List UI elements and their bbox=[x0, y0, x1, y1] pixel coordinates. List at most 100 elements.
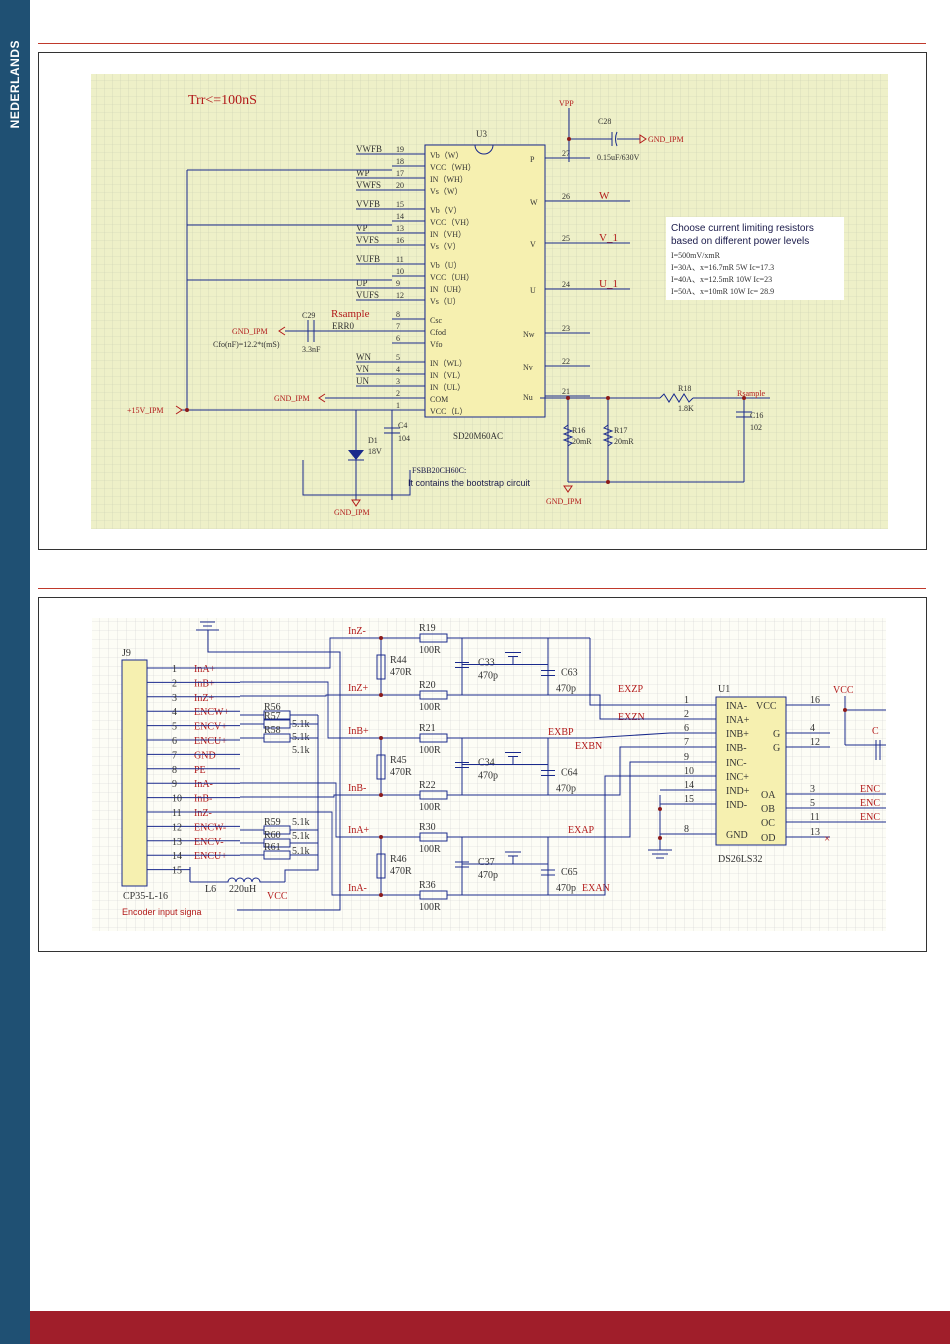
junction-dot bbox=[658, 836, 662, 840]
resistor-value: 5.1k bbox=[292, 745, 310, 756]
net-label: UN bbox=[356, 376, 369, 386]
chip-name: SD20M60AC bbox=[453, 431, 503, 441]
cap-label: C64 bbox=[561, 768, 578, 779]
note-line: I=500mV/xmR bbox=[671, 251, 721, 260]
u1-pin-number: 11 bbox=[810, 812, 820, 823]
u1-pin-number: 8 bbox=[684, 824, 689, 835]
net-label: VWFS bbox=[356, 180, 381, 190]
no-connect-icon: × bbox=[824, 833, 830, 845]
resistor-value: 5.1k bbox=[292, 817, 310, 828]
pin-number: 5 bbox=[396, 353, 400, 362]
connector-pin-number: 13 bbox=[172, 837, 182, 848]
ground-loop-wire bbox=[302, 460, 411, 496]
net-label: U_1 bbox=[599, 278, 618, 290]
bootstrap-note: It contains the bootstrap circuit bbox=[408, 478, 531, 488]
r17-label: R17 bbox=[614, 426, 627, 435]
connector-pin-number: 15 bbox=[172, 866, 182, 877]
pin-name: Nu bbox=[523, 393, 533, 402]
pin-number: 25 bbox=[562, 234, 570, 243]
pin-name: VCC（WH） bbox=[430, 163, 476, 172]
pin-name: IN（UH） bbox=[430, 285, 466, 294]
cap-value: 470p bbox=[556, 784, 576, 795]
connector-pin-name: GND bbox=[194, 750, 216, 761]
u1-pin-number: 5 bbox=[810, 798, 815, 809]
u1-pin-number: 16 bbox=[810, 695, 820, 706]
connector-route-wire bbox=[240, 637, 345, 669]
net-label: EXAP bbox=[568, 825, 595, 836]
net-label: W bbox=[599, 190, 610, 202]
junction-dot bbox=[379, 793, 383, 797]
resistor-label: R59 bbox=[264, 817, 281, 828]
resistor-value: 100R bbox=[419, 745, 441, 756]
shunt-value: 470R bbox=[390, 866, 412, 877]
pin-number: 20 bbox=[396, 181, 404, 190]
u1-pin-number: 2 bbox=[684, 709, 689, 720]
net-label: VVFB bbox=[356, 199, 380, 209]
resistor-label: R30 bbox=[419, 822, 436, 833]
u1-pin-number: 15 bbox=[684, 794, 694, 805]
resistor-value: 100R bbox=[419, 645, 441, 656]
u1-pin-name: OA bbox=[761, 790, 776, 801]
signal-route-wire bbox=[589, 638, 670, 706]
c28-label: C28 bbox=[598, 117, 611, 126]
pin-name: Vb（W） bbox=[430, 151, 463, 160]
cap-label: C33 bbox=[478, 658, 495, 669]
ipm-chip-body bbox=[424, 144, 546, 418]
pin-name: P bbox=[530, 155, 535, 164]
connector-pin-name: InZ- bbox=[194, 808, 212, 819]
resistor-value: 5.1k bbox=[292, 831, 310, 842]
connector-pin-number: 4 bbox=[172, 707, 177, 718]
net-label: VUFB bbox=[356, 254, 380, 264]
pin-number: 8 bbox=[396, 310, 400, 319]
cap-label: C63 bbox=[561, 668, 578, 679]
gnd-ipm-shunt: GND_IPM bbox=[546, 497, 582, 506]
pin-number: 4 bbox=[396, 365, 400, 374]
connector-pin-number: 9 bbox=[172, 779, 177, 790]
pin-name: IN（VH） bbox=[430, 230, 466, 239]
pin-number: 18 bbox=[396, 157, 404, 166]
junction-dot bbox=[566, 396, 570, 400]
pin-name: IN（WH） bbox=[430, 175, 468, 184]
c-right-label: C bbox=[872, 726, 879, 737]
r18-value: 1.8K bbox=[678, 404, 694, 413]
cap-value: 470p bbox=[556, 684, 576, 695]
resistor-value: 100R bbox=[419, 802, 441, 813]
u1-pin-name: INC+ bbox=[726, 772, 749, 783]
u1-pin-name: G bbox=[773, 743, 780, 754]
connector-pin-number: 3 bbox=[172, 693, 177, 704]
r18-icon bbox=[659, 393, 694, 403]
inductor-icon bbox=[190, 877, 285, 883]
resistor-icon bbox=[376, 853, 386, 879]
connector-pin-name: InA+ bbox=[194, 664, 216, 675]
connector-pin-number: 12 bbox=[172, 822, 182, 833]
gnd-ipm-label: GND_IPM bbox=[648, 135, 684, 144]
connector-route-wire bbox=[240, 811, 345, 896]
pin-number: 26 bbox=[562, 192, 570, 201]
connector-pin-name: ENCU+ bbox=[194, 851, 227, 862]
connector-pin-name: ENCW+ bbox=[194, 707, 229, 718]
u1-pin-number: 7 bbox=[684, 737, 689, 748]
junction-dot bbox=[606, 480, 610, 484]
junction-dot bbox=[379, 693, 383, 697]
d1-value: 18V bbox=[368, 447, 382, 456]
c28-plate-b bbox=[615, 131, 618, 147]
gnd-arrow-c29 bbox=[278, 326, 286, 336]
pin-name: IN（WL） bbox=[430, 359, 467, 368]
middle-rule bbox=[38, 588, 926, 589]
sidebar: NEDERLANDS bbox=[0, 0, 30, 1344]
net-label: VVFS bbox=[356, 235, 379, 245]
net-label: UP bbox=[356, 278, 368, 288]
signal-route-wire bbox=[590, 694, 670, 720]
shunt-value: 470R bbox=[390, 667, 412, 678]
ipm-schematic: Trr<=100nS U3 SD20M60AC 19Vb（W）VWFB18VCC… bbox=[91, 74, 888, 529]
u1-pin-name: VCC bbox=[756, 701, 777, 712]
c29-label: C29 bbox=[302, 311, 315, 320]
pin-number: 21 bbox=[562, 387, 570, 396]
pin-name: Vb（V） bbox=[430, 206, 462, 215]
